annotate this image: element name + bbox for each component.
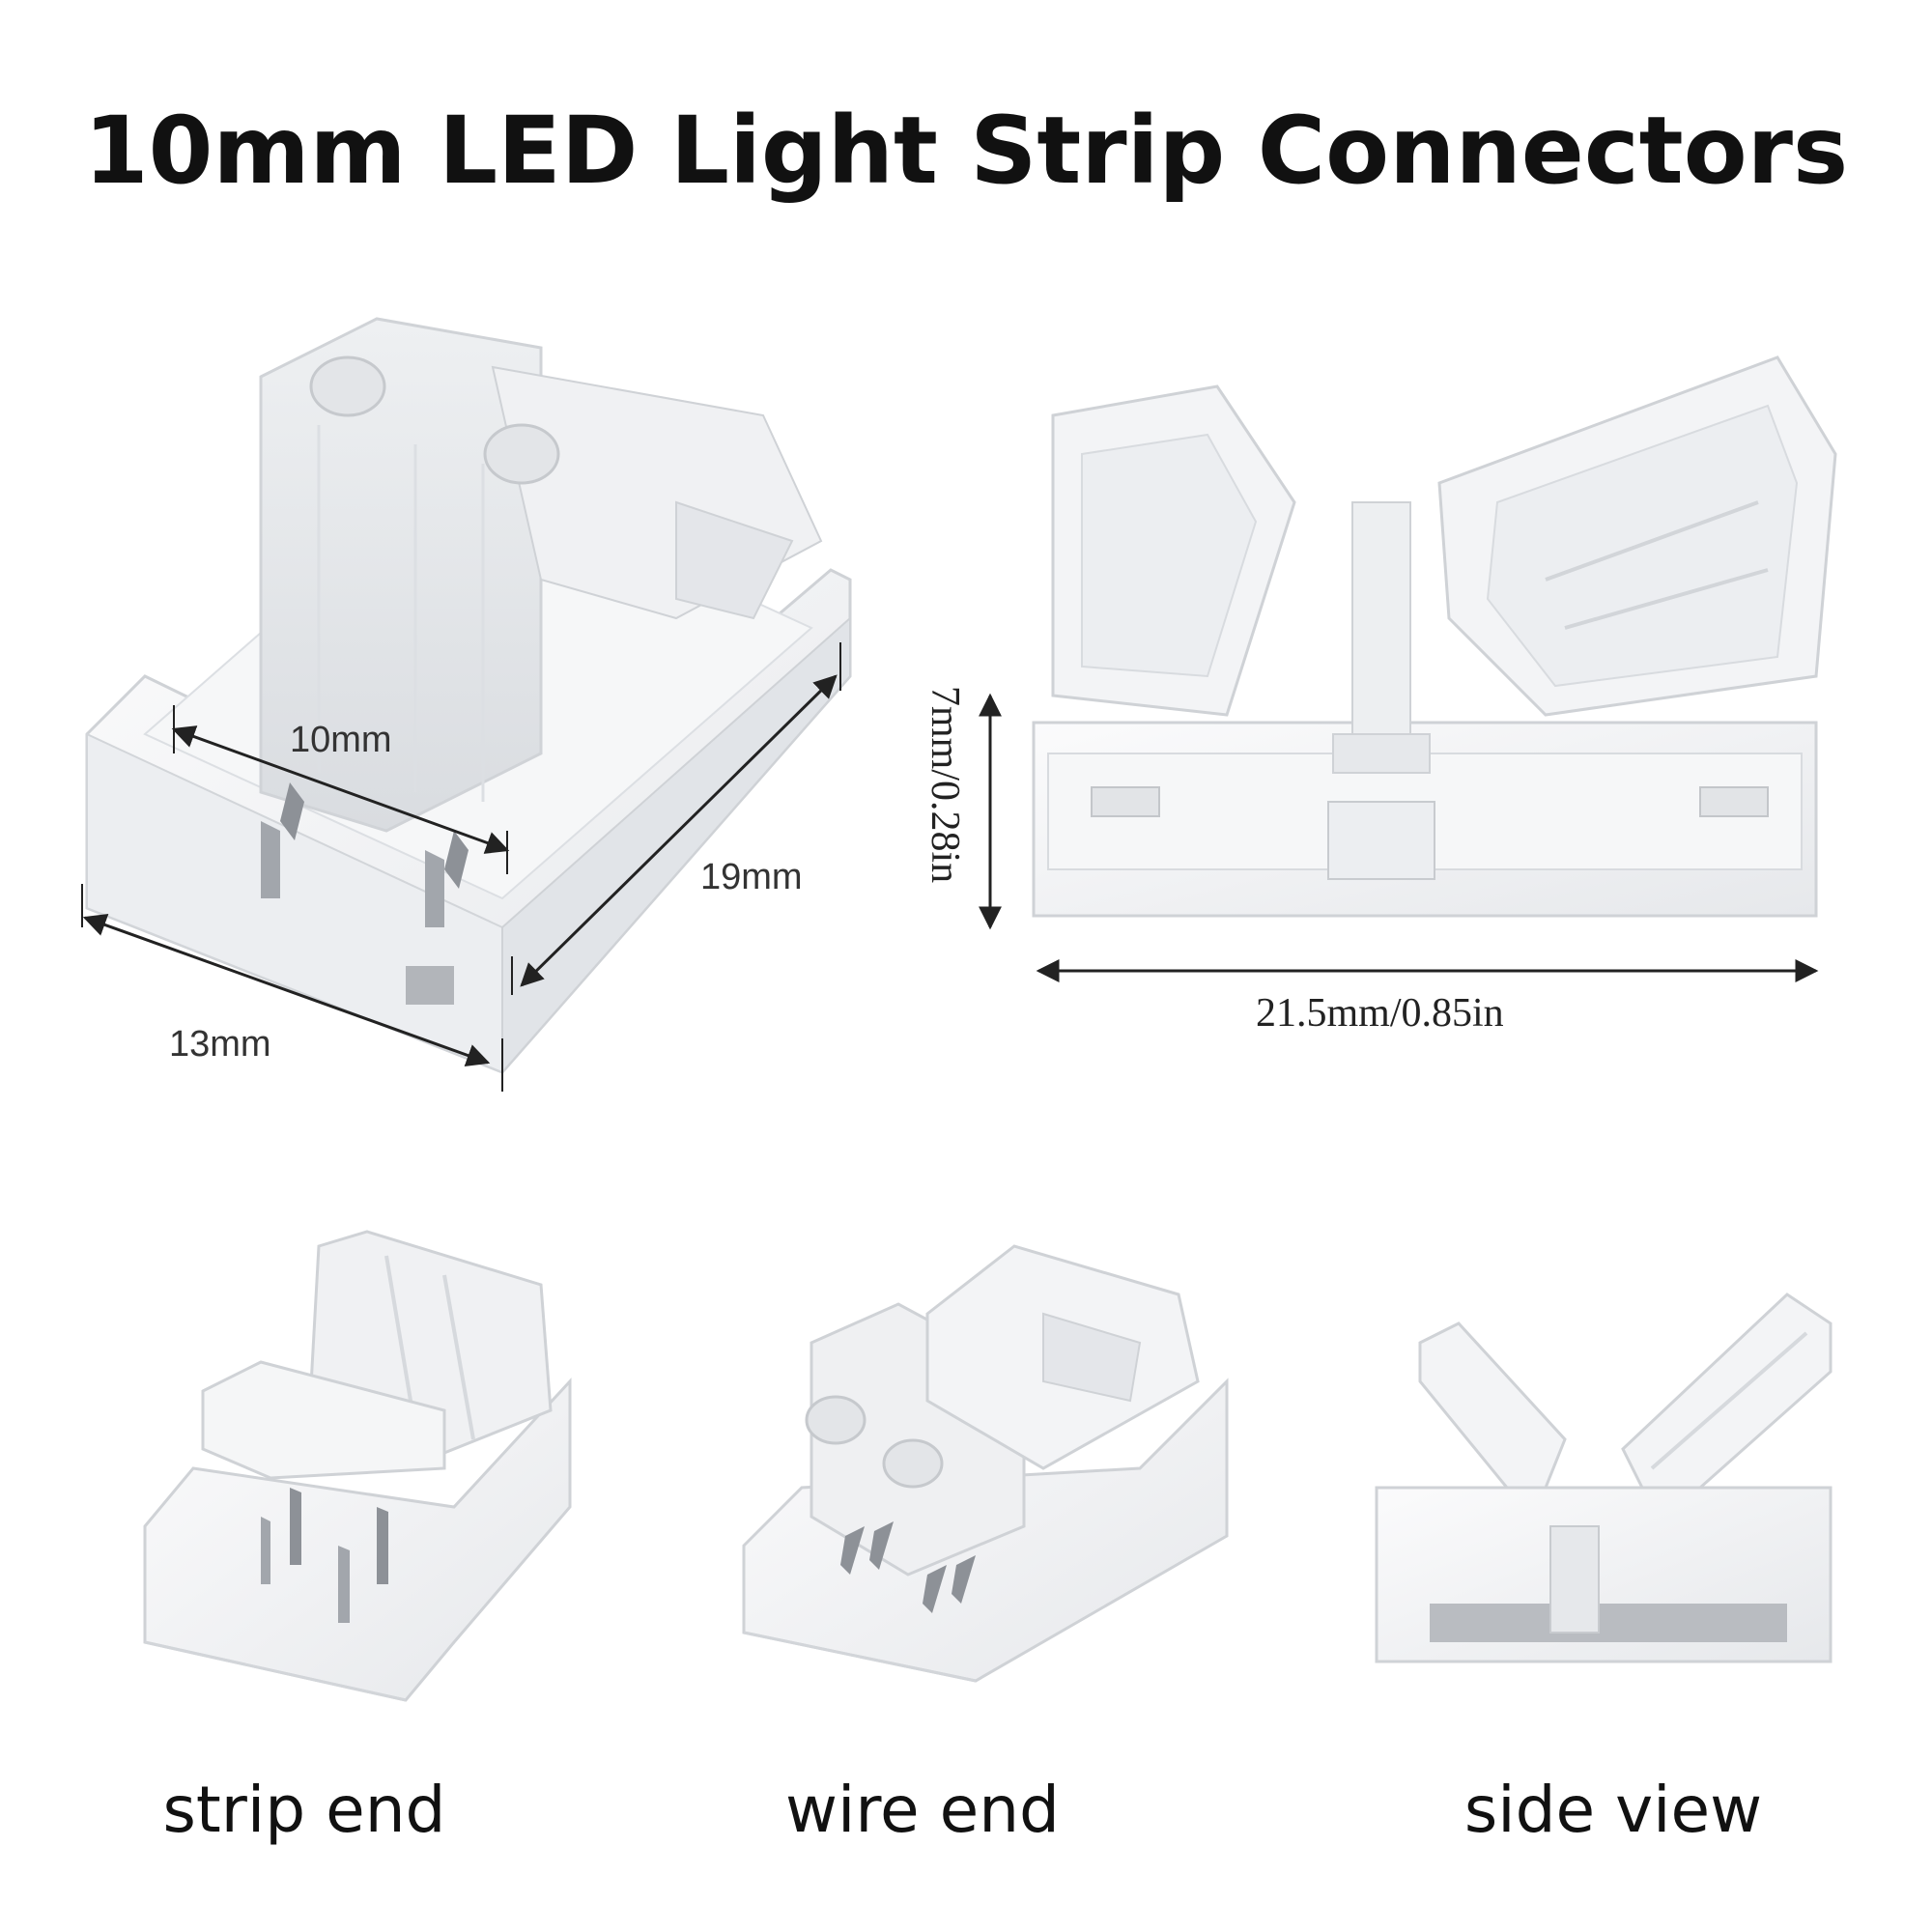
caption-side-view: side view [1463,1773,1763,1847]
dimension-label-10mm: 10mm [290,720,392,760]
caption-strip-end: strip end [162,1773,446,1847]
dimension-label-height: 7mm/0.28in [923,686,967,883]
dimension-label-13mm: 13mm [169,1024,271,1065]
dimension-label-19mm: 19mm [700,857,803,897]
dimension-label-open-length: 21.5mm/0.85in [1256,991,1504,1036]
connector-side-view [1375,1293,1833,1663]
caption-wire-end: wire end [785,1773,1060,1847]
connector-side-profile: 7mm/0.28in 21.5mm/0.85in [923,355,1837,1036]
connector-top-view: 10mm 19mm 13mm [81,317,852,1092]
page-title: 10mm LED Light Strip Connectors [83,97,1849,205]
connector-strip-end [143,1230,572,1702]
connector-wire-end [742,1244,1229,1683]
